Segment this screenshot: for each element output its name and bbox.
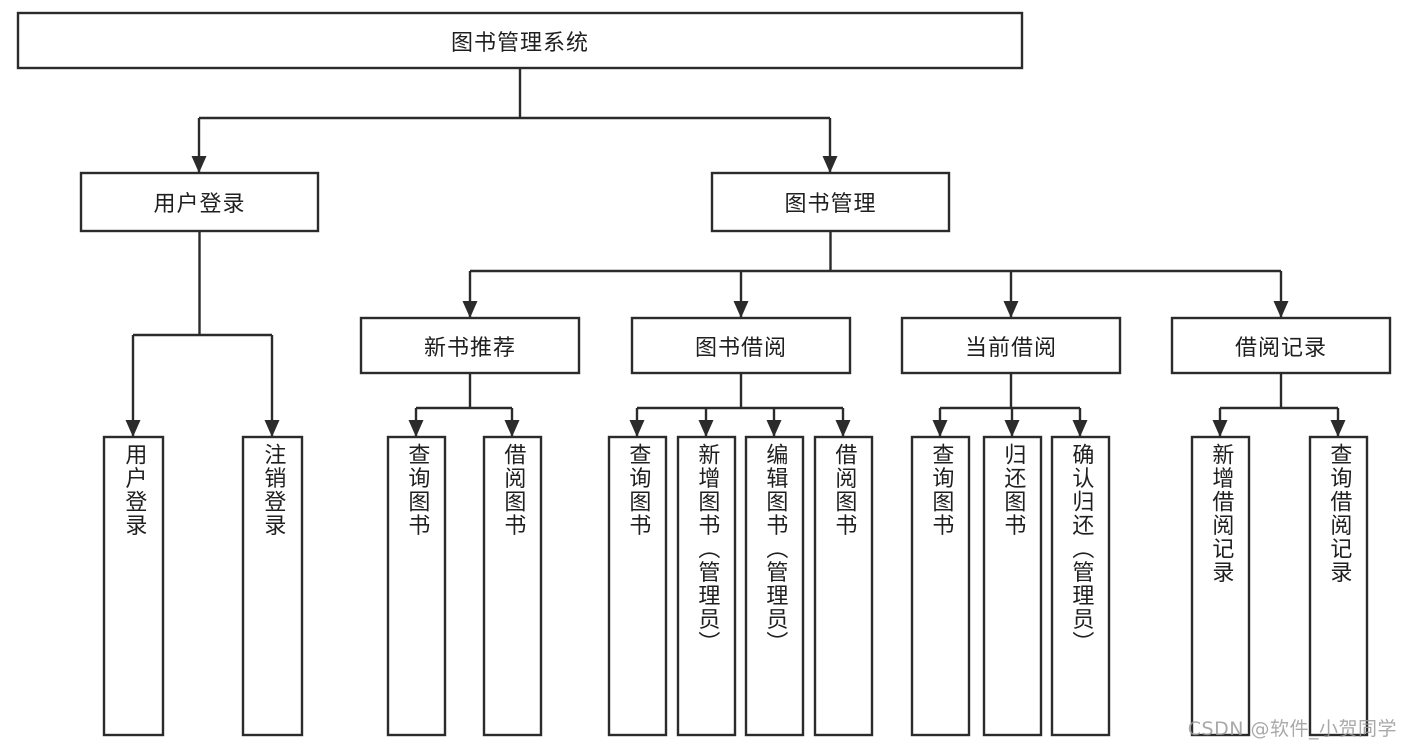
node-box-leaf-query-book-3[interactable]: [910, 435, 971, 737]
edges-layer: [125, 68, 1346, 437]
node-box-leaf-edit-book-admin[interactable]: [744, 435, 805, 737]
node-box-leaf-borrow-book-1[interactable]: [482, 435, 543, 737]
node-box-leaf-user-login[interactable]: [102, 435, 165, 737]
root-to-level1-arrow-1: [822, 156, 838, 173]
node-box-book-manage[interactable]: [710, 171, 951, 233]
currentborrow-to-leaves-arrow-1: [1004, 420, 1020, 437]
newbook-to-leaves-arrow-0: [408, 420, 424, 437]
borrowrecord-to-leaves-arrow-0: [1212, 420, 1228, 437]
bookborrow-to-leaves-arrow-2: [766, 420, 782, 437]
node-box-leaf-query-borrow-record[interactable]: [1308, 435, 1369, 737]
node-box-borrow-record[interactable]: [1170, 316, 1392, 375]
bookborrow-to-leaves-arrow-0: [629, 420, 645, 437]
bookmanage-to-level2-arrow-1: [733, 301, 749, 318]
bookmanage-to-level2-arrow-0: [462, 301, 478, 318]
node-box-leaf-query-book-1[interactable]: [386, 435, 447, 737]
boxes-layer: [16, 11, 1392, 737]
bookborrow-to-leaves-arrow-3: [835, 420, 851, 437]
node-box-leaf-query-book-2[interactable]: [607, 435, 668, 737]
watermark-text: CSDN @软件_小贺同学: [1187, 718, 1397, 740]
node-box-book-borrow[interactable]: [630, 316, 852, 375]
node-box-current-borrow[interactable]: [900, 316, 1122, 375]
currentborrow-to-leaves-arrow-2: [1072, 420, 1088, 437]
bookborrow-to-leaves-arrow-1: [698, 420, 714, 437]
node-box-leaf-add-borrow-record[interactable]: [1190, 435, 1251, 737]
node-box-user-login[interactable]: [79, 171, 320, 233]
userlogin-to-leaves-arrow-1: [264, 420, 280, 437]
node-box-leaf-return-book[interactable]: [982, 435, 1043, 737]
bookmanage-to-level2-arrow-2: [1003, 301, 1019, 318]
bookmanage-to-level2-arrow-3: [1273, 301, 1289, 318]
userlogin-to-leaves-arrow-0: [125, 420, 141, 437]
node-box-root[interactable]: [16, 11, 1024, 70]
root-to-level1-arrow-0: [191, 156, 207, 173]
newbook-to-leaves-arrow-1: [504, 420, 520, 437]
node-box-leaf-confirm-return-admin[interactable]: [1050, 435, 1111, 737]
node-box-leaf-borrow-book-2[interactable]: [813, 435, 874, 737]
borrowrecord-to-leaves-arrow-1: [1330, 420, 1346, 437]
currentborrow-to-leaves-arrow-0: [932, 420, 948, 437]
node-box-leaf-add-book-admin[interactable]: [676, 435, 737, 737]
node-box-leaf-user-logout[interactable]: [241, 435, 304, 737]
node-box-new-book-recommend[interactable]: [359, 316, 581, 375]
